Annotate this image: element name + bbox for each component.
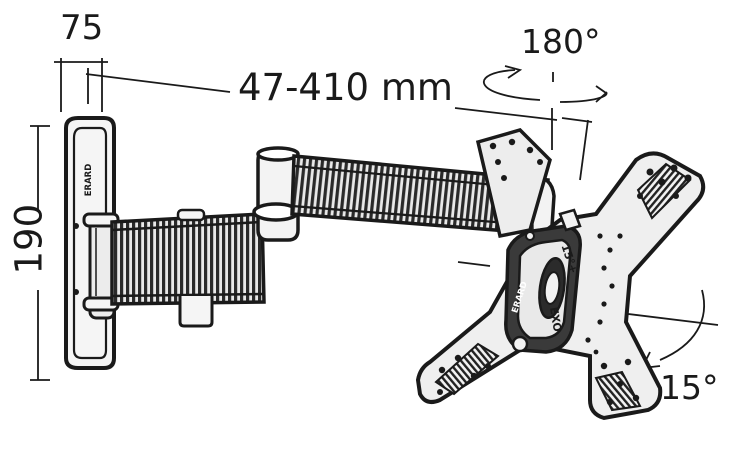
- height-dimension-label: 190: [7, 203, 51, 275]
- arm-extension-label: 47-410 mm: [238, 66, 453, 109]
- tilt-hub: [504, 208, 582, 354]
- swivel-axis-right: [579, 119, 589, 181]
- extension-dim-right: [454, 107, 558, 121]
- elbow-joint: [252, 146, 300, 242]
- swivel-arrow-front: [559, 91, 608, 103]
- width-dimension-label: 75: [60, 8, 104, 48]
- tilt-arc: [659, 289, 705, 361]
- hub-bottom-mark: EXO: [547, 306, 564, 333]
- wall-plate-brand: ERARD: [84, 164, 94, 197]
- extension-dim-left: [85, 73, 231, 93]
- lower-arm: [110, 208, 266, 328]
- tilt-axis-left: [457, 261, 491, 267]
- dimension-lines: [30, 58, 719, 381]
- tilt-angle-label: 15°: [660, 368, 719, 407]
- swivel-arrowhead-a: [504, 65, 523, 79]
- swivel-angle-label: 180°: [521, 22, 601, 61]
- swivel-arrow-back: [483, 69, 541, 101]
- wall-hinge: [82, 212, 120, 320]
- swivel-arrowhead-b: [595, 85, 608, 103]
